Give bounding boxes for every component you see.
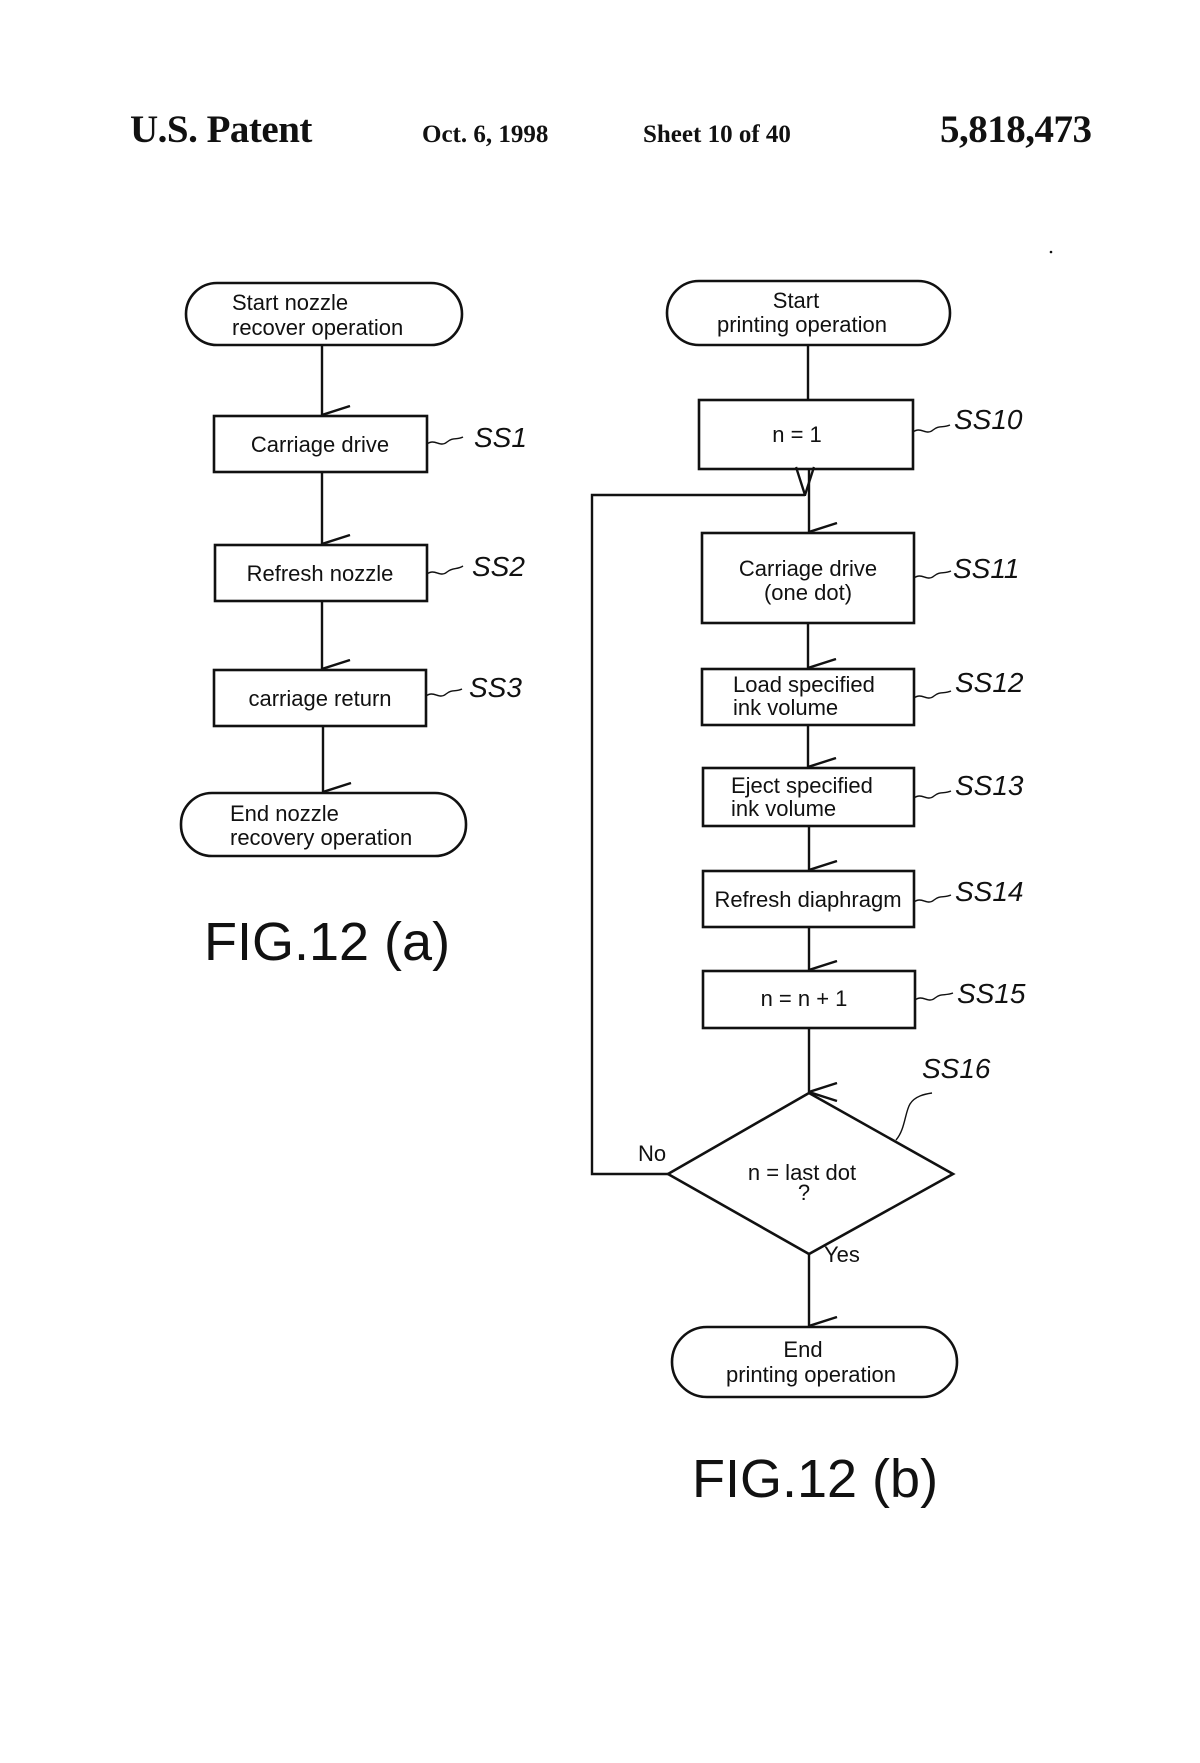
process-text: n = n + 1 xyxy=(761,986,848,1011)
process-text-line1: Eject specified xyxy=(731,773,873,798)
process-step-ss12: Load specified ink volume SS12 xyxy=(700,667,1024,727)
process-step-ss3: carriage return SS3 xyxy=(212,668,522,728)
process-step-ss11: Carriage drive (one dot) SS11 xyxy=(700,531,1019,625)
process-text-line2: ink volume xyxy=(733,695,838,720)
terminal-text-line1: Start xyxy=(773,288,819,313)
terminal-start-nozzle-recover: Start nozzle recover operation xyxy=(184,281,464,347)
terminal-text-line2: recovery operation xyxy=(230,825,412,850)
process-step-ss13: Eject specified ink volume SS13 xyxy=(701,766,1024,828)
step-ref-label: SS2 xyxy=(472,551,525,582)
flowchart-fig-12b: Start printing operation n = 1 SS10 Carr… xyxy=(590,279,1026,1509)
process-text: Refresh nozzle xyxy=(247,561,394,586)
terminal-shape xyxy=(670,1325,959,1399)
terminal-shape xyxy=(179,791,468,858)
process-box xyxy=(700,531,916,625)
step-ref-label: SS13 xyxy=(955,770,1024,801)
step-ref-label: SS15 xyxy=(957,978,1026,1009)
patent-header-sheet: Sheet 10 of 40 xyxy=(643,121,791,148)
terminal-text-line2: recover operation xyxy=(232,315,403,340)
flowchart-fig-12a: Start nozzle recover operation Carriage … xyxy=(179,281,527,972)
branch-label-no: No xyxy=(638,1141,666,1166)
process-text-line1: Load specified xyxy=(733,672,875,697)
process-step-ss10: n = 1 SS10 xyxy=(697,398,1023,471)
process-step-ss2: Refresh nozzle SS2 xyxy=(213,543,525,603)
process-box xyxy=(213,543,429,603)
branch-label-yes: Yes xyxy=(824,1242,860,1267)
decision-text-line1: n = last dot xyxy=(748,1160,856,1185)
figure-caption: FIG.12 (b) xyxy=(692,1449,938,1509)
loop-back-arrow xyxy=(590,495,805,1176)
process-box xyxy=(697,398,915,471)
process-step-ss15: n = n + 1 SS15 xyxy=(701,969,1026,1030)
patent-header-number: 5,818,473 xyxy=(940,108,1092,151)
process-box xyxy=(701,869,916,929)
process-text-line2: (one dot) xyxy=(764,580,852,605)
terminal-start-printing: Start printing operation xyxy=(665,279,952,347)
terminal-shape xyxy=(184,281,464,347)
ref-leader xyxy=(913,894,952,903)
process-box xyxy=(700,667,916,727)
ref-leader xyxy=(913,790,952,799)
decision-text-line2: ? xyxy=(798,1180,810,1205)
process-text: Refresh diaphragm xyxy=(714,887,901,912)
process-text: carriage return xyxy=(248,686,391,711)
process-step-ss1: Carriage drive SS1 xyxy=(212,414,527,474)
step-ref-label: SS12 xyxy=(955,667,1024,698)
terminal-text-line1: End nozzle xyxy=(230,801,339,826)
ref-leader xyxy=(426,565,464,575)
ref-leader xyxy=(914,992,954,1001)
terminal-text-line2: printing operation xyxy=(717,312,887,337)
terminal-end-nozzle-recovery: End nozzle recovery operation xyxy=(179,791,468,858)
patent-header-date: Oct. 6, 1998 xyxy=(422,121,549,148)
terminal-end-printing: End printing operation xyxy=(670,1325,959,1399)
terminal-text-line1: End xyxy=(783,1337,822,1362)
process-box xyxy=(212,668,428,728)
ref-leader xyxy=(425,688,463,697)
decision-ss16: n = last dot ? SS16 No Yes xyxy=(638,1053,991,1267)
ref-leader xyxy=(913,570,952,579)
process-step-ss14: Refresh diaphragm SS14 xyxy=(701,869,1024,929)
ref-leader xyxy=(895,1092,933,1141)
step-ref-label: SS16 xyxy=(922,1053,991,1084)
terminal-text-line1: Start nozzle xyxy=(232,290,348,315)
process-box xyxy=(212,414,429,474)
process-text: Carriage drive xyxy=(251,432,389,457)
process-text-line1: Carriage drive xyxy=(739,556,877,581)
step-ref-label: SS10 xyxy=(954,404,1023,435)
ref-leader xyxy=(912,424,951,433)
ref-leader xyxy=(426,436,464,445)
ref-leader xyxy=(913,690,952,699)
step-ref-label: SS1 xyxy=(474,422,527,453)
process-text-line2: ink volume xyxy=(731,796,836,821)
terminal-text-line2: printing operation xyxy=(726,1362,896,1387)
process-text: n = 1 xyxy=(772,422,822,447)
patent-header-title: U.S. Patent xyxy=(130,108,312,151)
figure-caption: FIG.12 (a) xyxy=(204,912,450,972)
speck-mark xyxy=(1049,250,1053,254)
step-ref-label: SS14 xyxy=(955,876,1024,907)
step-ref-label: SS3 xyxy=(469,672,522,703)
step-ref-label: SS11 xyxy=(953,553,1019,584)
